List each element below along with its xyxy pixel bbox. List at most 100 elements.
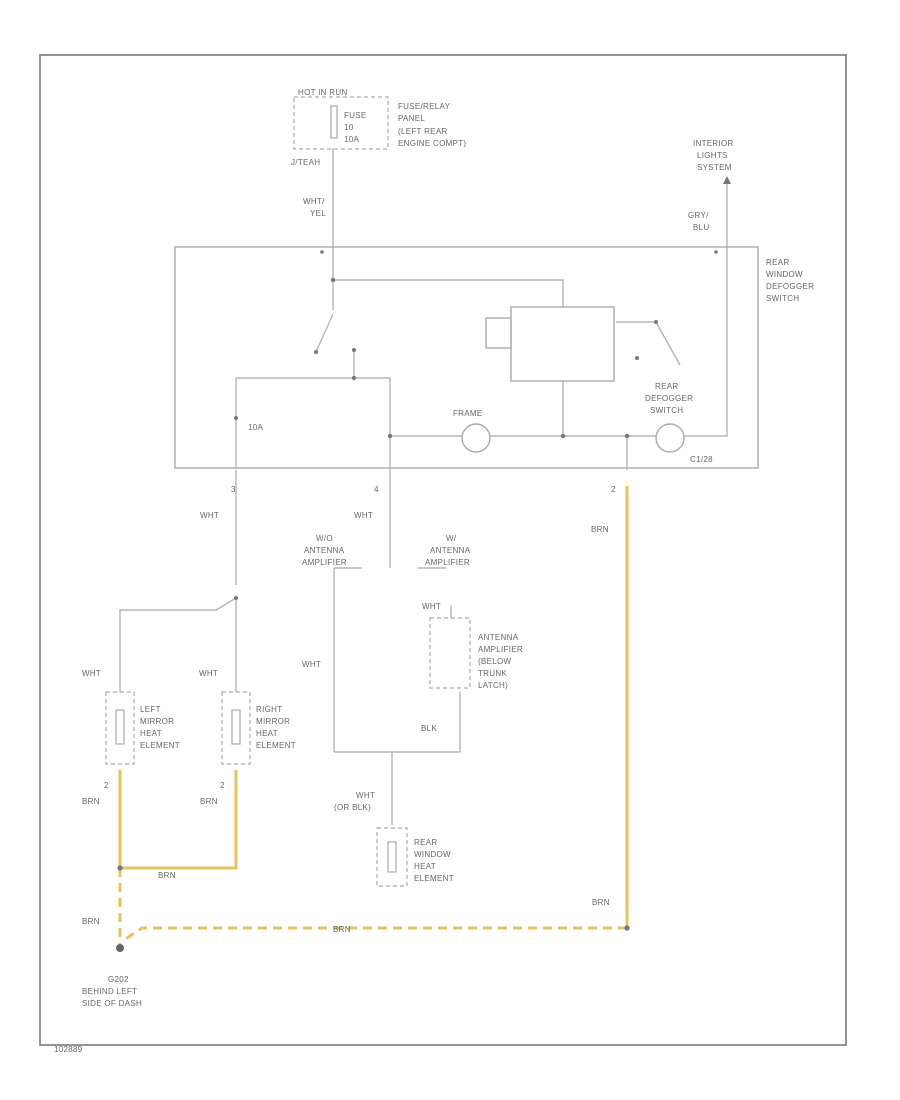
internal-wiring — [235, 148, 728, 470]
defogger-switch-line1: REAR — [655, 382, 678, 391]
switch-contact-dot — [314, 350, 318, 354]
left-mirror-pin: 2 — [104, 781, 109, 790]
ground-location-line1: BEHIND LEFT — [82, 987, 137, 996]
amp-wire-mid-label: WHT — [302, 660, 321, 669]
wire-mid: WHT — [354, 511, 373, 520]
top-terminal-dot — [714, 250, 718, 254]
interior-lights-line3: SYSTEM — [697, 163, 732, 172]
wire-right: BRN — [591, 525, 609, 534]
antenna-amplifier-box — [429, 617, 471, 689]
fuse-relay-panel-line1: FUSE/RELAY — [398, 102, 451, 111]
fuse-label: FUSE — [344, 111, 367, 120]
switch-label-line4: SWITCH — [766, 294, 799, 303]
rear-window-line1: REAR — [414, 838, 437, 847]
right-mirror-line2: MIRROR — [256, 717, 290, 726]
brown-wire-dashed — [123, 926, 627, 942]
right-mirror-line3: HEAT — [256, 729, 278, 738]
switch-contact-dot — [635, 356, 639, 360]
ground-wire-left-label: BRN — [82, 917, 100, 926]
top-terminal-dot — [320, 250, 324, 254]
middle-wiring — [119, 470, 461, 825]
rear-window-defogger-switch-box — [174, 246, 759, 469]
amplifier-line1: ANTENNA — [478, 633, 519, 642]
rear-window-heat-element — [376, 827, 408, 887]
defogger-switch-line2: DEFOGGER — [645, 394, 693, 403]
splice-wire-label: BRN — [158, 871, 176, 880]
interior-lights-line1: INTERIOR — [693, 139, 734, 148]
switch-label-line3: DEFOGGER — [766, 282, 814, 291]
rear-window-box — [376, 827, 408, 887]
amplifier-line5: LATCH) — [478, 681, 508, 690]
antenna-w-line2: ANTENNA — [430, 546, 471, 555]
amplifier-line4: TRUNK — [478, 669, 507, 678]
fuse-relay-panel-line4: ENGINE COMPT) — [398, 139, 466, 148]
fuse-number: 10 — [344, 123, 354, 132]
right-mirror-line1: RIGHT — [256, 705, 282, 714]
splice-dot — [624, 925, 630, 931]
outer-frame — [39, 54, 847, 1046]
rear-window-line2: WINDOW — [414, 850, 451, 859]
ground-wires — [118, 486, 629, 945]
rear-window-resistor — [387, 841, 397, 873]
amp-ground-wire-label: BLK — [421, 724, 437, 733]
ground-point — [116, 944, 124, 952]
left-mirror-gnd-label: BRN — [82, 797, 100, 806]
antenna-w-line1: W/ — [446, 534, 457, 543]
frame-label: FRAME — [453, 409, 483, 418]
frame-indicator — [461, 423, 491, 453]
switch-contact-dot — [654, 320, 658, 324]
fuse-rating: 10A — [344, 135, 359, 144]
right-mirror-wire-label: WHT — [199, 669, 218, 678]
rear-window-wire-2: (OR BLK) — [334, 803, 371, 812]
junction-dot — [330, 277, 336, 283]
antenna-wo-line2: ANTENNA — [304, 546, 345, 555]
timer-label: 10A — [248, 423, 263, 432]
fuse-symbol — [330, 105, 338, 139]
relay-coil — [510, 306, 615, 382]
pin-mid: 4 — [374, 485, 379, 494]
junction-dot — [560, 433, 566, 439]
top-wire-color-1: WHT/ — [303, 197, 325, 206]
fuse-relay-panel-line3: (LEFT REAR — [398, 127, 448, 136]
right-mirror-gnd-label: BRN — [200, 797, 218, 806]
interior-wire-color-2: BLU — [693, 223, 709, 232]
switch-contact-dot — [352, 348, 356, 352]
right-mirror-line4: ELEMENT — [256, 741, 296, 750]
rear-window-wire-1: WHT — [356, 791, 375, 800]
wire-left: WHT — [200, 511, 219, 520]
brown-wire — [120, 770, 238, 870]
left-mirror-resistor — [115, 709, 125, 745]
rear-window-line3: HEAT — [414, 862, 436, 871]
top-connector-label: J/TEAH — [291, 158, 320, 167]
ground-id: G202 — [108, 975, 129, 984]
left-mirror-line4: ELEMENT — [140, 741, 180, 750]
right-mirror-box — [221, 691, 251, 765]
junction-dot — [387, 433, 393, 439]
switch-label-line1: REAR — [766, 258, 789, 267]
antenna-wo-line1: W/O — [316, 534, 333, 543]
right-mirror-resistor — [231, 709, 241, 745]
amplifier-line2: AMPLIFIER — [478, 645, 523, 654]
figure-id: 102889 — [54, 1045, 83, 1054]
left-mirror-line1: LEFT — [140, 705, 161, 714]
interior-lights-arrow — [723, 176, 731, 184]
ground-wire-right-label: BRN — [592, 898, 610, 907]
fuse-relay-panel-box — [293, 96, 389, 150]
top-wire-color-2: YEL — [310, 209, 326, 218]
left-mirror-heat-element — [105, 691, 135, 765]
right-mirror-pin: 2 — [220, 781, 225, 790]
right-mirror-heat-element — [221, 691, 251, 765]
interior-lights-line2: LIGHTS — [697, 151, 728, 160]
antenna-wo-line3: AMPLIFIER — [302, 558, 347, 567]
left-mirror-line2: MIRROR — [140, 717, 174, 726]
timer-contact-dot — [234, 416, 238, 420]
left-mirror-line3: HEAT — [140, 729, 162, 738]
junction-dot — [624, 433, 630, 439]
defogger-switch-line3: SWITCH — [650, 406, 683, 415]
rear-window-line4: ELEMENT — [414, 874, 454, 883]
fuse-relay-panel-line2: PANEL — [398, 114, 425, 123]
ground-location-line2: SIDE OF DASH — [82, 999, 142, 1008]
pin-right: 2 — [611, 485, 616, 494]
amplifier-line3: (BELOW — [478, 657, 512, 666]
